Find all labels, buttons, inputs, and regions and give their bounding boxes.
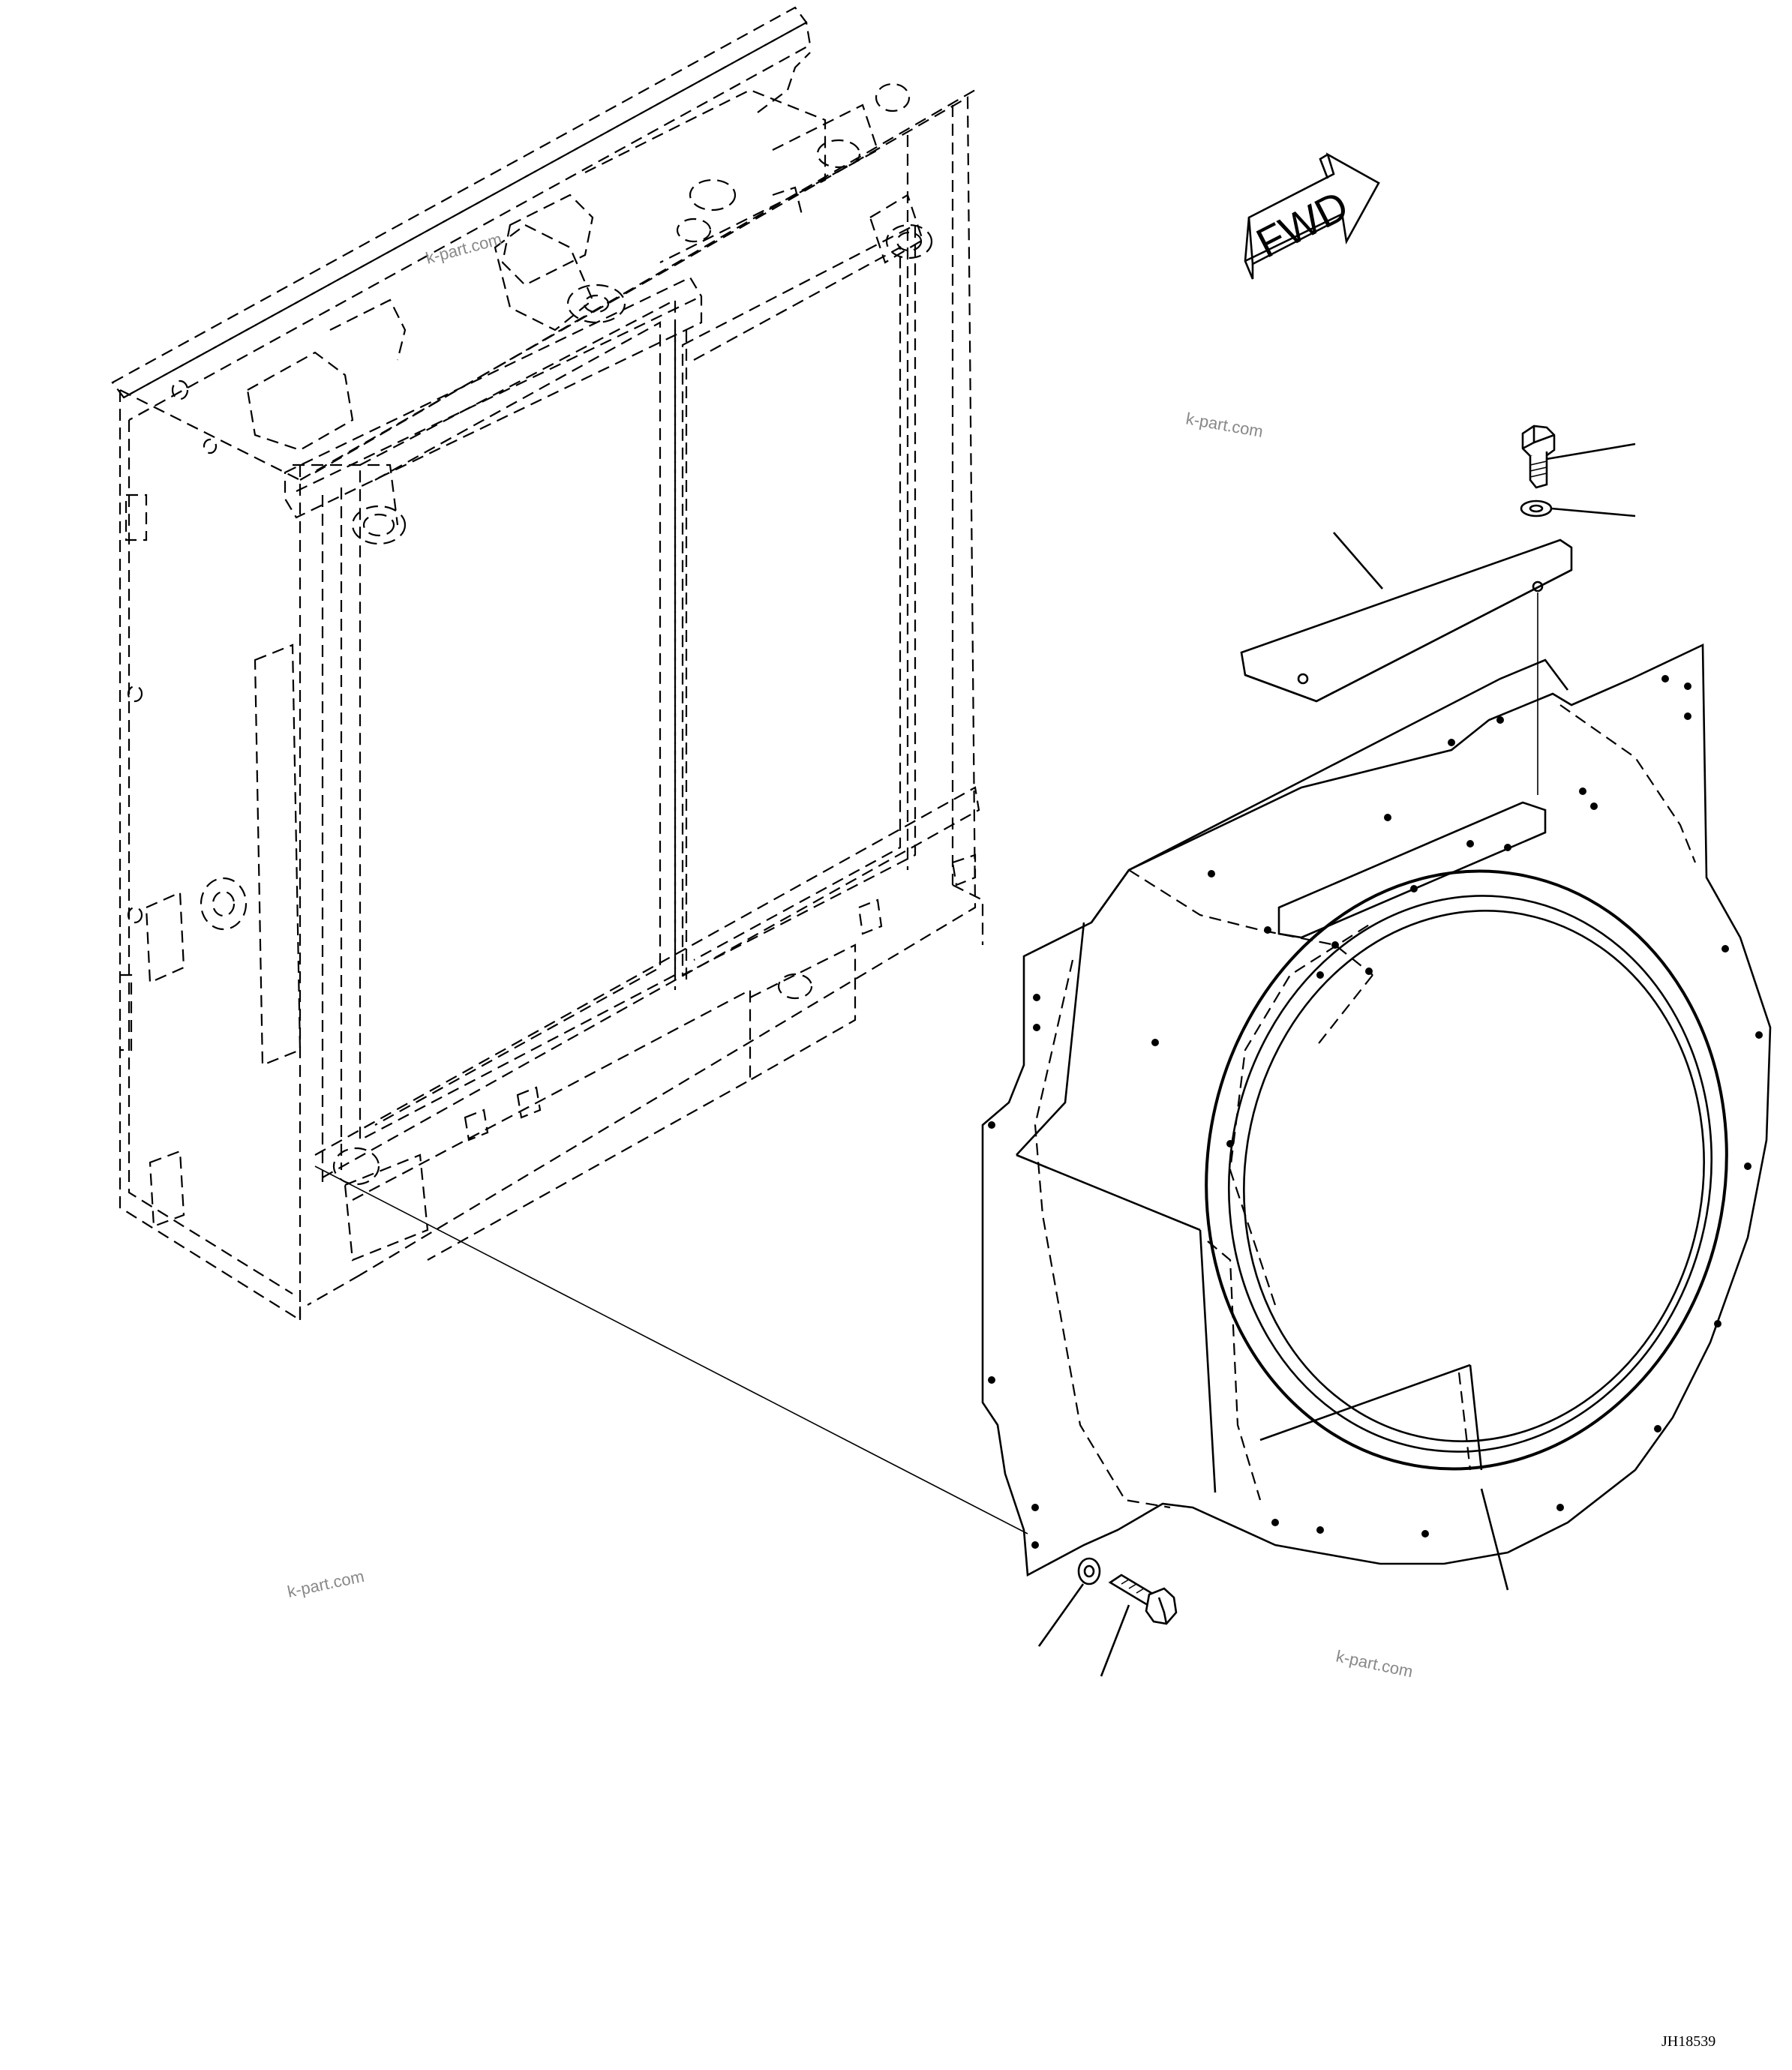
radiator-assembly [111, 6, 984, 1322]
watermark-3: k-part.com [286, 1567, 366, 1601]
bottom-bolt [1100, 1574, 1178, 1677]
drawing-code: JH18539 [1661, 2033, 1715, 2050]
fan-shroud [981, 643, 1772, 1577]
bottom-washer [1037, 1557, 1101, 1647]
top-washer [1520, 500, 1636, 518]
fwd-arrow: FWD [1244, 152, 1380, 280]
watermark-1: k-part.com [424, 230, 504, 268]
top-bolt [1521, 424, 1636, 489]
alignment-line [314, 1166, 1028, 1534]
watermark-4: k-part.com [1334, 1646, 1415, 1681]
cover-plate [1240, 532, 1573, 795]
watermark-2: k-part.com [1184, 409, 1265, 441]
